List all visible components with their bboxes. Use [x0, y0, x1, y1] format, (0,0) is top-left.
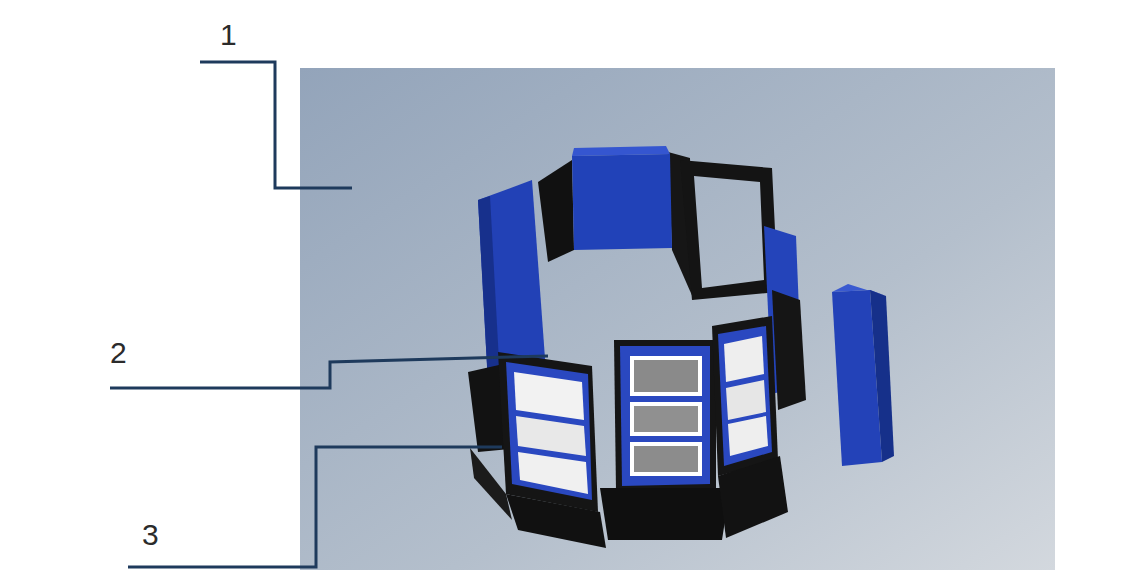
sensor-cell	[518, 452, 588, 494]
sensor-panel	[506, 362, 592, 500]
sensor-cell	[514, 372, 584, 420]
hinge-frame	[538, 160, 574, 262]
sensor-cell	[634, 360, 698, 392]
sensor-cell	[630, 402, 702, 436]
hinge-frame	[506, 494, 606, 548]
hinge-frame	[772, 290, 806, 410]
hinge-frame	[712, 316, 778, 476]
module-side-face	[870, 290, 894, 462]
callout-number: 1	[220, 20, 237, 50]
battery-module	[478, 180, 546, 384]
sensor-cell	[516, 416, 586, 456]
sensor-cell	[634, 406, 698, 432]
hinge-frame	[614, 340, 716, 492]
callout-number: 3	[142, 520, 159, 550]
hinge-frame	[600, 488, 730, 540]
hinge-frame	[498, 352, 598, 512]
sensor-panel	[620, 346, 710, 486]
render-background	[300, 68, 1055, 570]
sensor-cell	[728, 416, 768, 456]
sensor-cell	[726, 380, 766, 420]
sensor-cell	[634, 446, 698, 472]
leader-line	[110, 356, 548, 388]
sensor-cell	[724, 336, 764, 382]
sensor-cell	[630, 356, 702, 396]
sensor-panel	[718, 326, 772, 466]
sensor-cell	[630, 442, 702, 476]
module-side-face	[478, 196, 500, 384]
hinge-frame	[718, 456, 788, 538]
leader-line	[128, 447, 502, 567]
open-frame	[680, 160, 778, 300]
hinge-frame	[470, 448, 512, 520]
leader-line	[200, 62, 352, 188]
callout-number: 2	[110, 338, 127, 368]
battery-module	[572, 154, 672, 250]
